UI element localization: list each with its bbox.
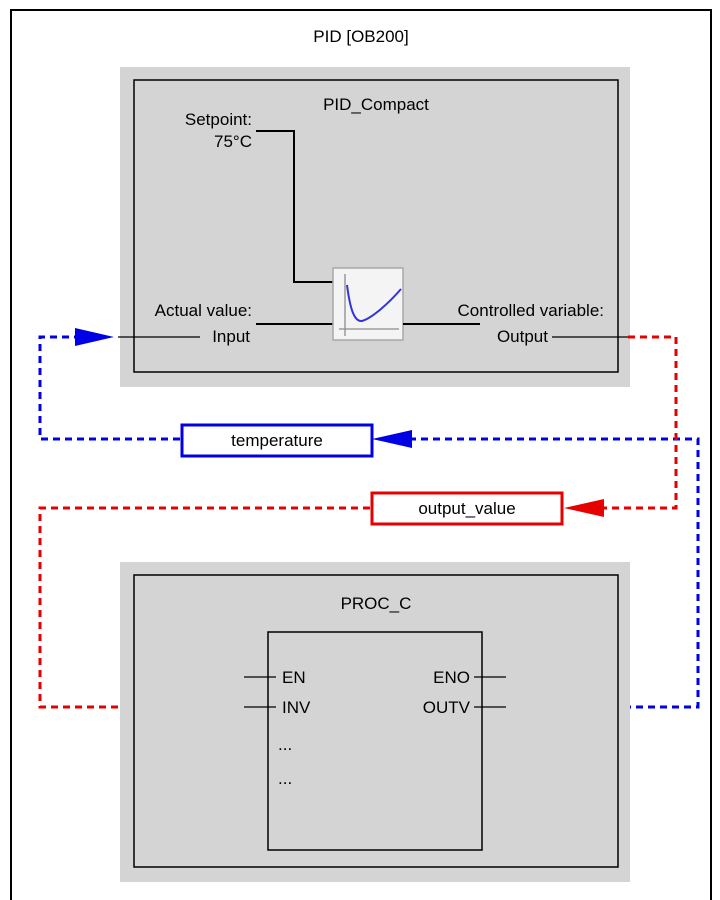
pin-en: EN — [282, 668, 306, 687]
pin-ellipsis-1: ... — [278, 735, 292, 754]
output-value-wire-from-pid — [604, 335, 678, 510]
setpoint-label: Setpoint: — [185, 110, 252, 129]
pin-eno: ENO — [433, 668, 470, 687]
controller-icon-curve — [346, 284, 402, 322]
pid-compact-title: PID_Compact — [323, 95, 429, 114]
temperature-tag-arrow — [372, 430, 412, 448]
actual-value-label: Actual value: — [155, 301, 252, 320]
temperature-tag[interactable] — [180, 423, 374, 458]
proc-c-title: PROC_C — [341, 594, 412, 613]
setpoint-value: 75°C — [214, 132, 252, 151]
output-value-tag-arrow — [564, 499, 604, 517]
pin-outv: OUTV — [423, 698, 471, 717]
setpoint-wire — [256, 130, 333, 283]
pin-ellipsis-2: ... — [278, 769, 292, 788]
output-value-tag[interactable] — [370, 491, 564, 526]
controlled-variable-label: Controlled variable: — [458, 301, 604, 320]
output-pin-label: Output — [497, 327, 548, 346]
temperature-tag-label: temperature — [231, 431, 323, 450]
proc-c-background — [120, 562, 630, 882]
pid-input-arrow — [75, 328, 114, 346]
input-pin-label: Input — [212, 327, 250, 346]
ob200-title: PID [OB200] — [313, 27, 408, 46]
proc-c-function-block[interactable] — [267, 631, 483, 851]
output-value-tag-label: output_value — [418, 499, 515, 518]
pid-compact-frame[interactable] — [133, 79, 619, 373]
proc-c-frame — [133, 574, 619, 868]
pin-inv: INV — [282, 698, 311, 717]
